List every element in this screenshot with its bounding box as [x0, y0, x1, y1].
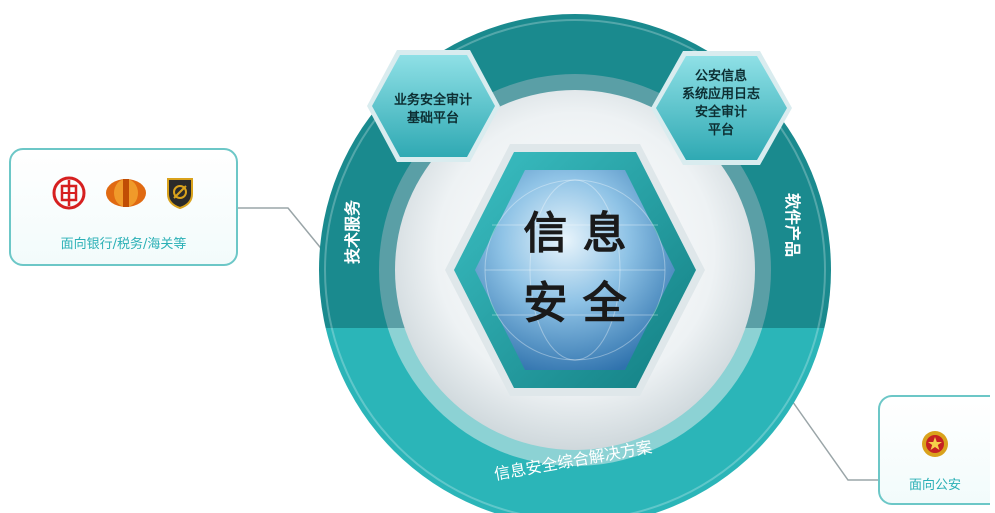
hexagon-audit-platform: 业务安全审计 基础平台 — [367, 50, 500, 162]
customs-emblem-icon — [166, 178, 193, 210]
hexagon-right-line2: 系统应用日志 — [682, 86, 760, 102]
ring-label-left: 技术服务 — [343, 199, 362, 264]
core-title-line2: 安 全 — [523, 278, 627, 329]
card-right-label: 面向公安 — [908, 478, 961, 493]
hexagon-left-line2: 基础平台 — [406, 110, 459, 126]
hexagon-right-line4: 平台 — [708, 122, 734, 138]
hexagon-left-line1: 业务安全审计 — [394, 92, 472, 108]
card-bank-tax-customs: 面向银行/税务/海关等 — [9, 148, 238, 266]
hexagon-police-log-platform: 公安信息 系统应用日志 安全审计 平台 — [651, 51, 792, 165]
core-title-line1: 信 息 — [523, 208, 626, 259]
core-hexagon — [445, 144, 705, 396]
hexagon-right-line1: 公安信息 — [695, 68, 747, 84]
police-emblem-icon — [922, 431, 948, 457]
connector-right — [789, 397, 878, 481]
ring-label-right: 软件产品 — [783, 193, 802, 257]
card-police: 面向公安 — [878, 395, 990, 505]
bank-emblem-icon — [52, 176, 86, 210]
tax-emblem-icon — [105, 179, 146, 207]
globe-icon — [475, 170, 675, 370]
logo-row — [11, 176, 236, 216]
logo-row-police — [880, 429, 990, 469]
card-left-label: 面向银行/税务/海关等 — [60, 237, 187, 252]
hexagon-right-line3: 安全审计 — [695, 104, 747, 120]
connector-left — [238, 207, 325, 253]
